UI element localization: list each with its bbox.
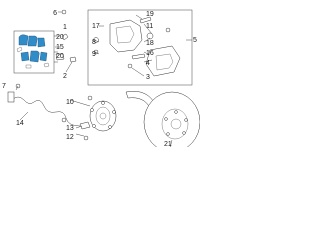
callout-13[interactable]: 13 bbox=[66, 125, 74, 132]
callout-9[interactable]: 9 bbox=[92, 51, 96, 58]
bolt-6 bbox=[61, 9, 67, 15]
hub-inner bbox=[95, 106, 111, 126]
callout-18[interactable]: 18 bbox=[146, 40, 154, 47]
hub-stud-2 bbox=[112, 110, 116, 114]
pad-clip-3 bbox=[25, 64, 32, 69]
caliper-body[interactable] bbox=[109, 19, 143, 53]
wheel-speed-sensor bbox=[7, 91, 91, 130]
carrier-detail bbox=[155, 53, 174, 71]
dust-cap bbox=[165, 27, 171, 33]
callout-10[interactable]: 10 bbox=[66, 99, 74, 106]
caliper-detail bbox=[115, 25, 135, 44]
pad-hardware bbox=[55, 33, 77, 63]
brake-pad-kit-box bbox=[13, 30, 55, 74]
brake-pad-4[interactable] bbox=[20, 51, 30, 62]
callout-20a[interactable]: 20 bbox=[56, 34, 64, 41]
brake-pad-5[interactable] bbox=[29, 50, 40, 63]
callout-14[interactable]: 14 bbox=[16, 120, 24, 127]
callout-3[interactable]: 3 bbox=[146, 74, 150, 81]
callout-17[interactable]: 17 bbox=[92, 23, 100, 30]
hub-stud-4 bbox=[92, 124, 96, 128]
sensor-head bbox=[79, 121, 91, 130]
disc-hole-5 bbox=[164, 117, 168, 121]
callout-15[interactable]: 15 bbox=[56, 44, 64, 51]
callout-21[interactable]: 21 bbox=[164, 141, 172, 147]
disc-outer[interactable] bbox=[143, 91, 200, 147]
callout-6[interactable]: 6 bbox=[53, 10, 57, 17]
pad-shim-icon bbox=[55, 53, 65, 61]
caliper-bolt-3 bbox=[127, 63, 133, 69]
pad-spring-icon bbox=[61, 33, 69, 41]
hub-stud-5 bbox=[90, 108, 94, 112]
disc-hole-4 bbox=[166, 132, 170, 136]
hub-body[interactable] bbox=[89, 100, 117, 132]
sensor-connector bbox=[7, 91, 15, 103]
anti-rattle-clip-icon bbox=[69, 56, 77, 63]
caliper-assembly-box bbox=[87, 9, 193, 86]
callout-4[interactable]: 4 bbox=[146, 60, 150, 67]
bolt-13 bbox=[61, 117, 67, 123]
brake-disc bbox=[143, 91, 200, 147]
callout-1[interactable]: 1 bbox=[63, 24, 67, 31]
callout-8[interactable]: 8 bbox=[92, 39, 96, 46]
hub-bearing bbox=[89, 100, 117, 132]
guide-pin-upper bbox=[139, 16, 152, 24]
hub-stud-3 bbox=[108, 125, 112, 129]
brake-pad-3[interactable] bbox=[37, 37, 46, 48]
callout-16[interactable]: 16 bbox=[146, 50, 154, 57]
bolt-12 bbox=[83, 135, 89, 141]
callout-11[interactable]: 11 bbox=[146, 23, 153, 30]
disc-center-bore bbox=[170, 118, 182, 130]
caliper-carrier[interactable] bbox=[145, 45, 181, 77]
hub-stud-1 bbox=[101, 101, 105, 105]
callout-20b[interactable]: 20 bbox=[56, 53, 64, 60]
brake-assembly-diagram: 6 1 20 15 20 2 17 8 9 19 11 18 16 4 3 5 … bbox=[2, 9, 200, 147]
callout-2[interactable]: 2 bbox=[63, 73, 67, 80]
disc-hole-1 bbox=[174, 110, 178, 114]
bolt-10 bbox=[87, 95, 93, 101]
callout-5[interactable]: 5 bbox=[193, 37, 197, 44]
brake-pad-1[interactable] bbox=[18, 34, 29, 46]
brake-pad-6[interactable] bbox=[39, 51, 48, 62]
pad-clip-1 bbox=[16, 46, 23, 53]
caliper-frame bbox=[87, 9, 193, 86]
hub-center bbox=[99, 112, 107, 120]
callout-labels: 6 1 20 15 20 2 17 8 9 19 11 18 16 4 3 5 … bbox=[2, 10, 197, 147]
callout-12[interactable]: 12 bbox=[66, 134, 74, 141]
callout-19-top[interactable]: 19 bbox=[146, 11, 154, 18]
disc-hole-2 bbox=[184, 118, 188, 122]
disc-hat bbox=[161, 108, 189, 140]
pad-clip-2 bbox=[43, 62, 50, 68]
disc-hole-3 bbox=[182, 131, 186, 135]
sensor-cable[interactable] bbox=[11, 96, 81, 127]
brake-pad-2[interactable] bbox=[27, 35, 38, 47]
bleeder-screw bbox=[146, 32, 154, 40]
guide-pin-lower bbox=[131, 53, 146, 60]
leader-lines bbox=[15, 11, 192, 147]
callout-7[interactable]: 7 bbox=[2, 83, 6, 90]
